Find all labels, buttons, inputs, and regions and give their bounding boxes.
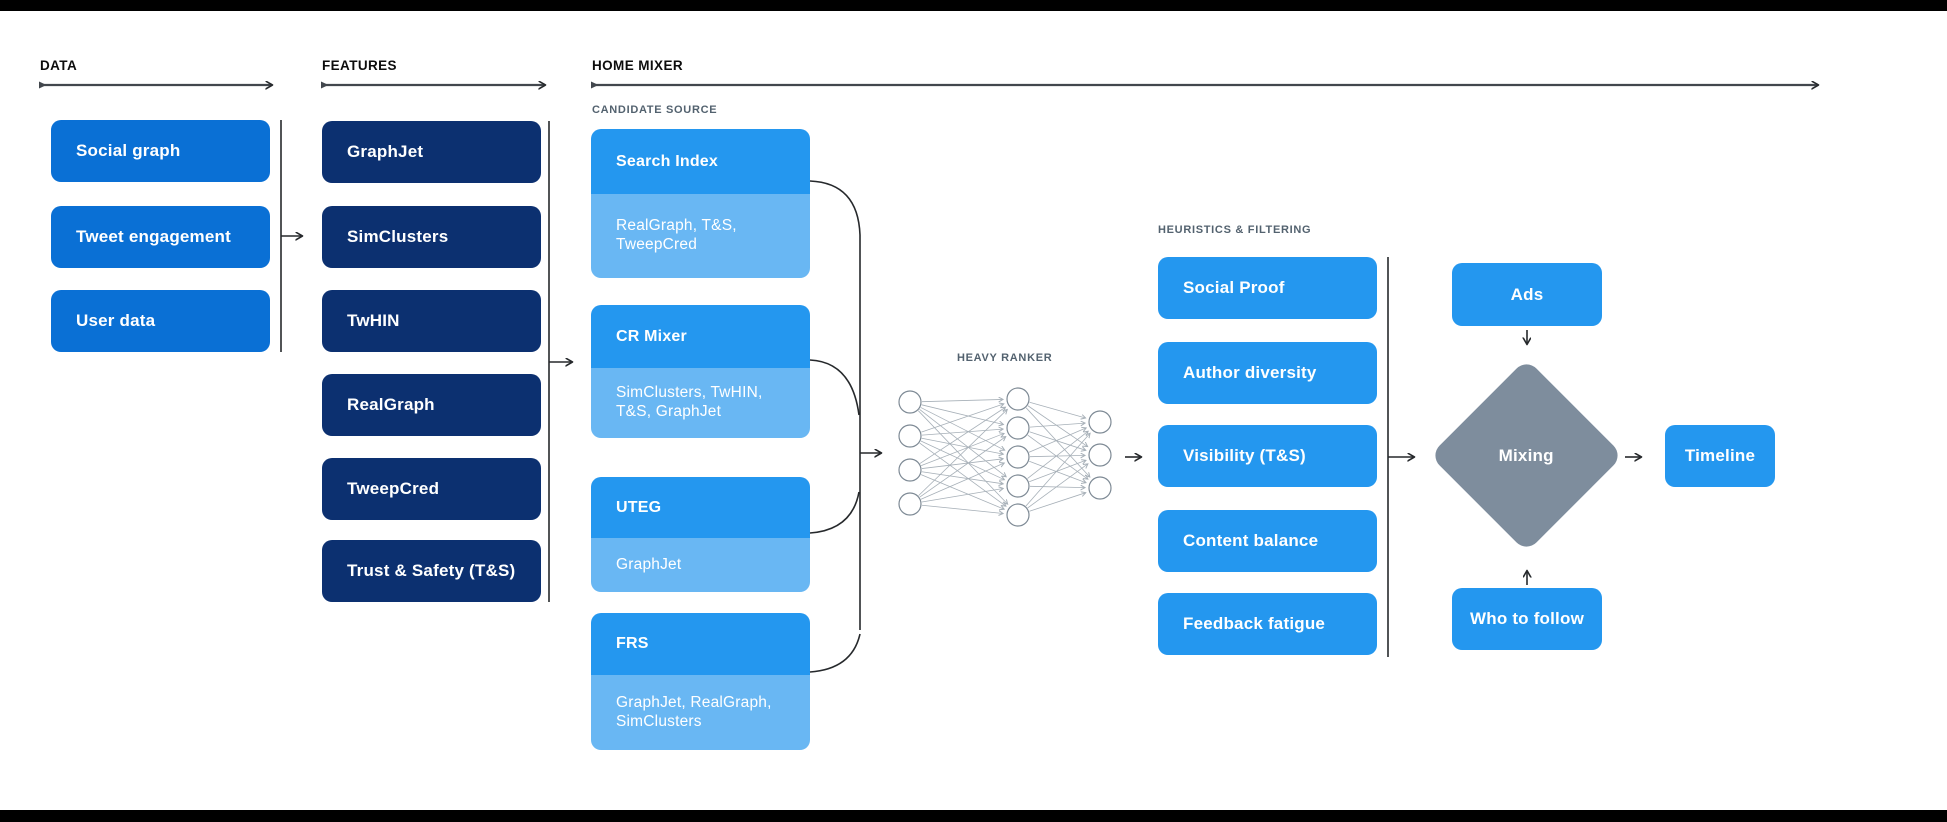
nn-edge (1027, 405, 1088, 447)
feature-node-graphjet: GraphJet (322, 121, 541, 183)
heuristic-node-social-proof: Social Proof (1158, 257, 1377, 319)
nn-node (898, 458, 922, 482)
uteg-connector (809, 491, 860, 534)
section-header-data: DATA (40, 58, 78, 73)
candidate-source-features: SimClusters, TwHIN, T&S, GraphJet (591, 368, 810, 438)
ads-node: Ads (1452, 263, 1602, 326)
candidate-source-title: Search Index (591, 129, 810, 194)
timeline-node: Timeline (1665, 425, 1775, 487)
nn-node (898, 424, 922, 448)
nn-edge (921, 399, 1003, 401)
who-to-follow-node: Who to follow (1452, 588, 1602, 650)
nn-edge (921, 404, 1003, 433)
nn-edge (920, 440, 1004, 480)
nn-edge (1025, 433, 1090, 507)
candidate-source-uteg: UTEG GraphJet (591, 477, 810, 592)
bottom-frame-bar (0, 810, 1947, 822)
candidate-source-cr-mixer: CR Mixer SimClusters, TwHIN, T&S, GraphJ… (591, 305, 810, 438)
nn-edge (921, 429, 1003, 436)
nn-node (898, 390, 922, 414)
candidate-source-title: FRS (591, 613, 810, 675)
feature-node-twhin: TwHIN (322, 290, 541, 352)
data-node-tweet-engagement: Tweet engagement (51, 206, 270, 268)
top-frame-bar (0, 0, 1947, 11)
nn-node (1006, 445, 1030, 469)
nn-node (1006, 387, 1030, 411)
nn-edge (921, 437, 1003, 454)
heavy-ranker-network (898, 387, 1112, 527)
section-header-home-mixer: HOME MIXER (592, 58, 684, 73)
nn-edge (919, 409, 1006, 476)
nn-node (1006, 416, 1030, 440)
candidate-source-title: UTEG (591, 477, 810, 538)
heuristic-node-author-diversity: Author diversity (1158, 342, 1377, 404)
sublabel-candidate-source: CANDIDATE SOURCE (592, 104, 718, 116)
nn-edge (920, 474, 1004, 510)
nn-edge (918, 409, 1008, 496)
nn-node (898, 492, 922, 516)
nn-edge (1029, 460, 1086, 483)
data-node-user-data: User data (51, 290, 270, 352)
nn-edge (921, 504, 1003, 513)
sublabel-heavy-ranker: HEAVY RANKER (957, 352, 1053, 364)
candidate-source-search-index: Search Index RealGraph, T&S, TweepCred (591, 129, 810, 278)
heuristic-node-visibility: Visibility (T&S) (1158, 425, 1377, 487)
nn-node (1088, 410, 1112, 434)
nn-node (1088, 443, 1112, 467)
nn-edge (1029, 431, 1085, 451)
nn-edge (1027, 434, 1088, 479)
nn-edge (921, 404, 1004, 425)
nn-edge (920, 463, 1004, 500)
candidate-source-features: GraphJet, RealGraph, SimClusters (591, 675, 810, 750)
frs-connector (809, 633, 861, 673)
heuristic-node-content-balance: Content balance (1158, 510, 1377, 572)
heuristic-node-feedback-fatigue: Feedback fatigue (1158, 593, 1377, 655)
candidate-source-frs: FRS GraphJet, RealGraph, SimClusters (591, 613, 810, 750)
nn-edge (1027, 431, 1088, 479)
data-node-social-graph: Social graph (51, 120, 270, 182)
section-header-features: FEATURES (322, 58, 397, 73)
nn-edge (1029, 401, 1086, 418)
nn-edge (1029, 493, 1085, 512)
feature-node-realgraph: RealGraph (322, 374, 541, 436)
nn-node (1088, 476, 1112, 500)
nn-edge (921, 459, 1003, 469)
mixing-diamond: Mixing (1429, 358, 1624, 553)
nn-edge (1029, 486, 1085, 487)
cr-mixer-connector (809, 359, 860, 416)
nn-edge (921, 488, 1003, 503)
sublabel-heuristics-filtering: HEURISTICS & FILTERING (1158, 224, 1312, 236)
nn-edge (1029, 455, 1085, 456)
nn-edge (919, 407, 1005, 464)
search-index-connector (809, 180, 861, 630)
candidate-source-features: GraphJet (591, 538, 810, 592)
nn-edge (1025, 407, 1090, 477)
feature-node-trust-safety: Trust & Safety (T&S) (322, 540, 541, 602)
feature-node-tweepcred: TweepCred (322, 458, 541, 520)
nn-edge (918, 410, 1007, 504)
candidate-source-features: RealGraph, T&S, TweepCred (591, 194, 810, 278)
nn-edge (921, 471, 1003, 484)
nn-edge (1027, 464, 1088, 509)
nn-edge (920, 407, 1005, 450)
nn-node (1006, 474, 1030, 498)
nn-edge (1028, 428, 1086, 453)
nn-edge (921, 433, 1004, 467)
nn-edge (1029, 460, 1086, 482)
candidate-source-title: CR Mixer (591, 305, 810, 368)
nn-edge (919, 437, 1006, 498)
nn-edge (1029, 423, 1085, 428)
mixing-label: Mixing (1498, 445, 1555, 465)
nn-edge (919, 442, 1006, 506)
feature-node-simclusters: SimClusters (322, 206, 541, 268)
nn-node (1006, 503, 1030, 527)
